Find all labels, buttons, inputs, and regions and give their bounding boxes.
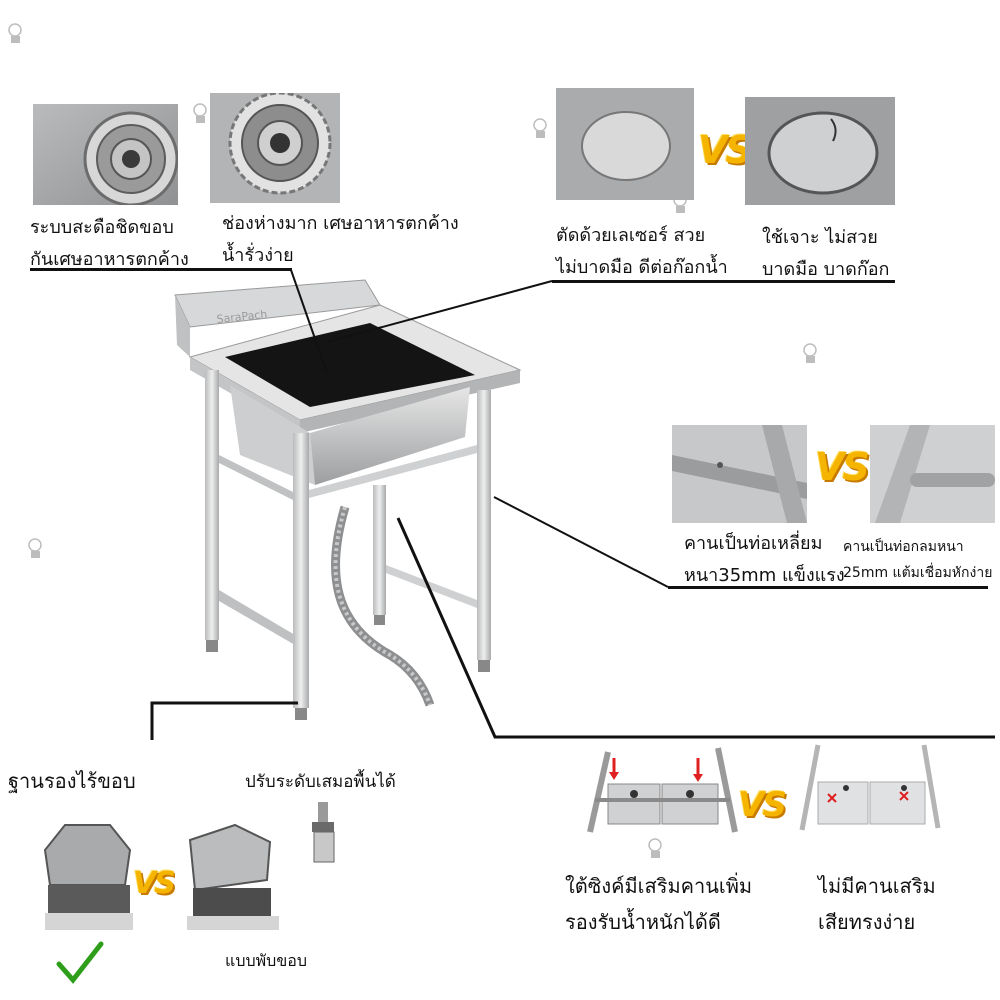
- no-beam-line2: เสียทรงง่าย: [818, 910, 916, 934]
- drain-bad-line2: น้ำรั่วง่าย: [222, 245, 294, 266]
- vs-badge-holes: VS: [698, 128, 753, 172]
- round-beam-line2: 25mm แต้มเชื่อมหักง่าย: [843, 565, 993, 581]
- adjustable-foot-photo: [300, 800, 348, 864]
- no-beam-photo: [790, 740, 950, 835]
- square-beam-line2: หนา35mm แข็งแรง: [684, 565, 845, 586]
- square-beam-line1: คานเป็นท่อเหลี่ยม: [684, 533, 823, 554]
- laser-hole-photo: [556, 88, 694, 200]
- laser-caption: ตัดด้วยเลเซอร์ สวย ไม่บาดมือ ดีต่อก๊อกน้…: [556, 220, 728, 284]
- drill-line2: บาดมือ บาดก๊อก: [762, 259, 890, 280]
- watermark-logo: [530, 105, 610, 145]
- square-beam-photo: [672, 425, 807, 523]
- sink-illustration: SaraPach: [174, 279, 522, 720]
- foot-good-photo: [40, 815, 135, 930]
- vs-badge-support: VS: [738, 785, 787, 825]
- drain-good-line1: ระบบสะดือชิดขอบ: [30, 217, 174, 238]
- drain-bad-photo: [210, 93, 340, 203]
- adjust-label: ปรับระดับเสมอพื้นได้: [245, 772, 396, 792]
- drain-bad-line1: ช่องห่างมาก เศษอาหารตกค้าง: [222, 213, 459, 234]
- foot-folded-photo: [175, 820, 280, 930]
- drill-line1: ใช้เจาะ ไม่สวย: [762, 227, 878, 248]
- extra-beam-line1: ใต้ซิงค์มีเสริมคานเพิ่ม: [565, 874, 753, 898]
- drain-good-caption: ระบบสะดือชิดขอบ กันเศษอาหารตกค้าง: [30, 212, 189, 276]
- round-beam-line1: คานเป็นท่อกลมหนา: [843, 539, 964, 555]
- check-mark-icon: [56, 941, 104, 984]
- watermark-logo: [5, 10, 85, 50]
- laser-line2: ไม่บาดมือ ดีต่อก๊อกน้ำ: [556, 257, 728, 278]
- round-beam-photo: [870, 425, 995, 523]
- brand-text: SaraPach: [216, 308, 268, 326]
- extra-beam-line2: รองรับน้ำหนักได้ดี: [565, 910, 721, 934]
- drain-underline: [30, 268, 292, 271]
- no-beam-line1: ไม่มีคานเสริม: [818, 874, 936, 898]
- folded-label: แบบพับขอบ: [225, 951, 308, 970]
- foot-label: ฐานรองไร้ขอบ: [8, 769, 136, 793]
- hole-underline: [552, 280, 895, 283]
- round-beam-caption: คานเป็นท่อกลมหนา 25mm แต้มเชื่อมหักง่าย: [843, 534, 992, 586]
- laser-line1: ตัดด้วยเลเซอร์ สวย: [556, 225, 706, 246]
- drain-bad-caption: ช่องห่างมาก เศษอาหารตกค้าง น้ำรั่วง่าย: [222, 208, 459, 272]
- extra-beam-photo: [570, 740, 755, 835]
- drain-good-line2: กันเศษอาหารตกค้าง: [30, 249, 189, 270]
- watermark-logo: [645, 825, 725, 865]
- drill-caption: ใช้เจาะ ไม่สวย บาดมือ บาดก๊อก: [762, 222, 889, 286]
- watermark-logo: [190, 90, 270, 130]
- drain-good-photo: [33, 104, 178, 205]
- vs-badge-feet: VS: [133, 866, 176, 901]
- drilled-hole-photo: [745, 97, 895, 205]
- square-beam-caption: คานเป็นท่อเหลี่ยม หนา35mm แข็งแรง: [684, 528, 845, 592]
- watermark-logo: [25, 525, 105, 565]
- extra-beam-caption: ใต้ซิงค์มีเสริมคานเพิ่ม รองรับน้ำหนักได้…: [565, 868, 752, 940]
- beam-underline: [668, 586, 988, 589]
- vs-badge-beams: VS: [815, 445, 870, 489]
- no-beam-caption: ไม่มีคานเสริม เสียทรงง่าย: [818, 868, 936, 940]
- watermark-logo: [800, 330, 880, 370]
